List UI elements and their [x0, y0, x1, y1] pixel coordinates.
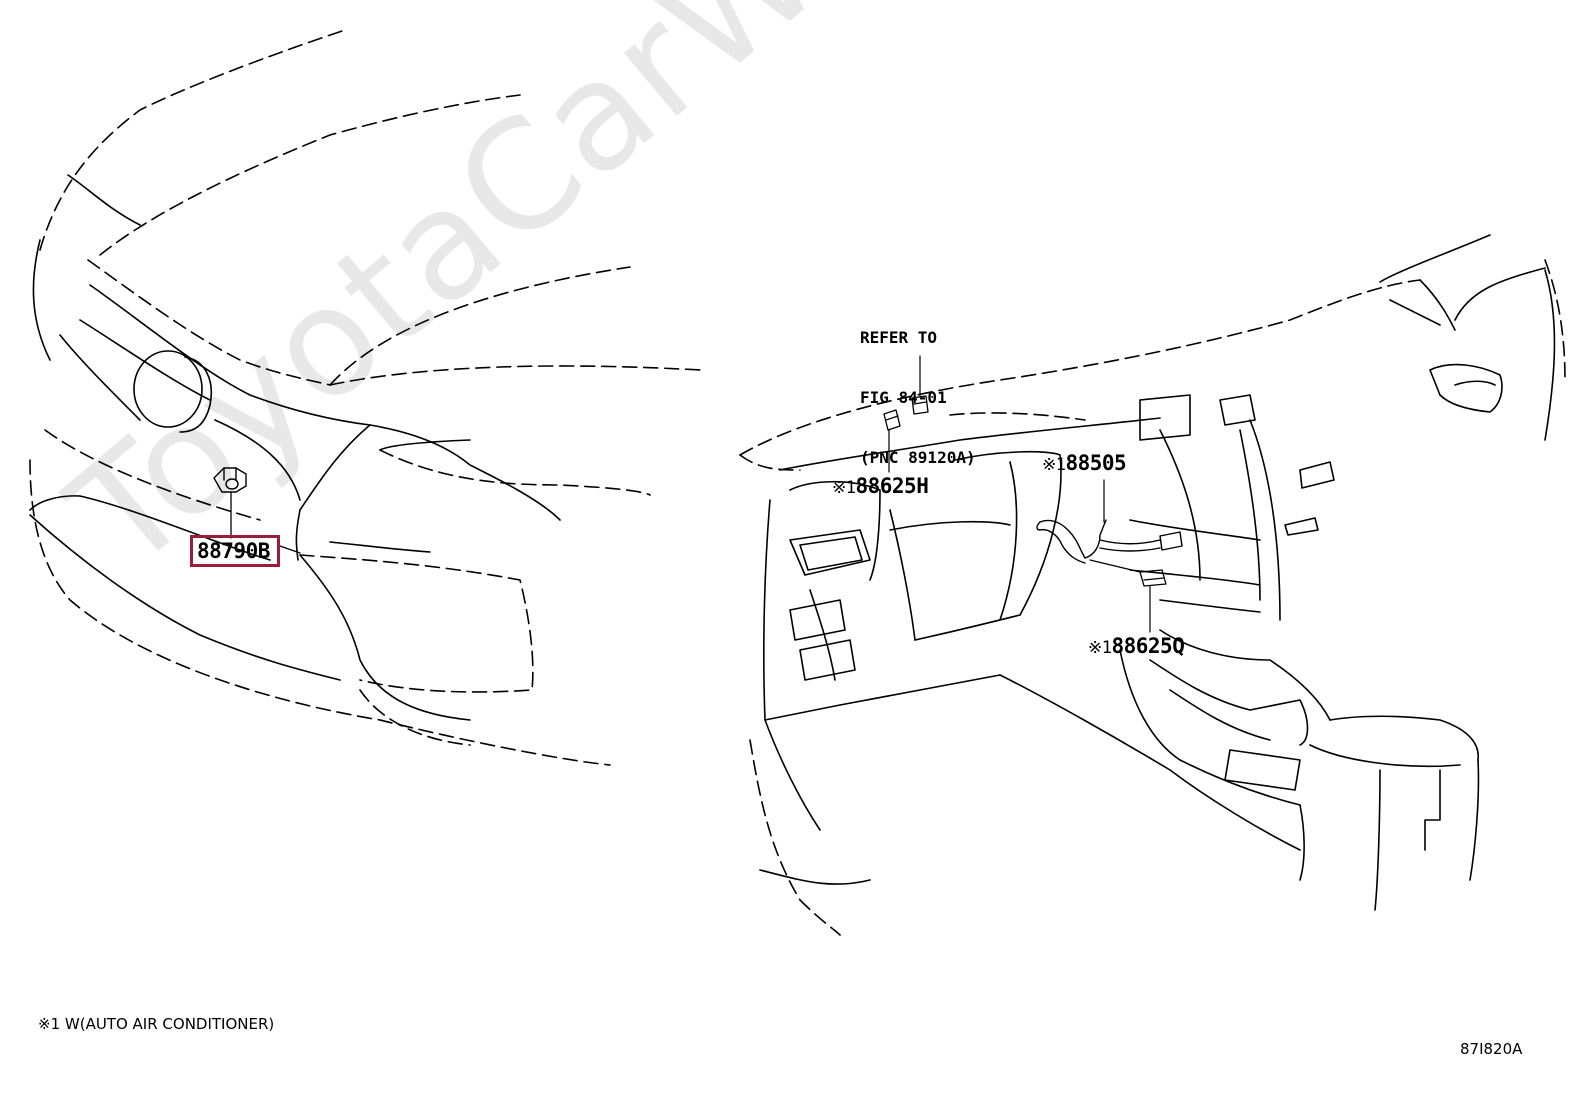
part-88625Q-shape [1139, 569, 1167, 587]
note-mark: ※1 [1088, 638, 1112, 658]
note-mark: ※1 [832, 478, 856, 498]
part-number: 88625H [855, 474, 929, 498]
footnote: ※1 W(AUTO AIR CONDITIONER) [38, 1015, 275, 1033]
refer-line-3: (PNC 89120A) [860, 448, 976, 467]
part-88625H-shape [883, 409, 901, 431]
highlight-88790B [190, 535, 280, 567]
part-number: 88625Q [1111, 634, 1185, 658]
part-number: 88505 [1065, 451, 1127, 475]
refer-line-1: REFER TO [860, 328, 938, 347]
part-label-88625H[interactable]: ※188625H [832, 474, 929, 500]
part-label-88625Q[interactable]: ※188625Q [1088, 634, 1185, 660]
refer-note: REFER TO FIG 84-01 (PNC 89120A) [860, 288, 976, 508]
part-89120A-shape [911, 395, 929, 415]
part-number: 88790B [197, 539, 270, 563]
sensor-88790B-shape [213, 467, 247, 493]
illustration-id: 87I820A [1460, 1040, 1523, 1058]
harness-88505-shape [1036, 519, 1183, 564]
refer-line-2: FIG 84-01 [860, 388, 947, 407]
dashboard-illustration [739, 234, 1566, 936]
part-label-88790B[interactable]: 88790B [197, 539, 270, 563]
note-mark: ※1 [1042, 455, 1066, 475]
part-label-88505[interactable]: ※188505 [1042, 451, 1127, 477]
front-vehicle-illustration [29, 29, 701, 766]
